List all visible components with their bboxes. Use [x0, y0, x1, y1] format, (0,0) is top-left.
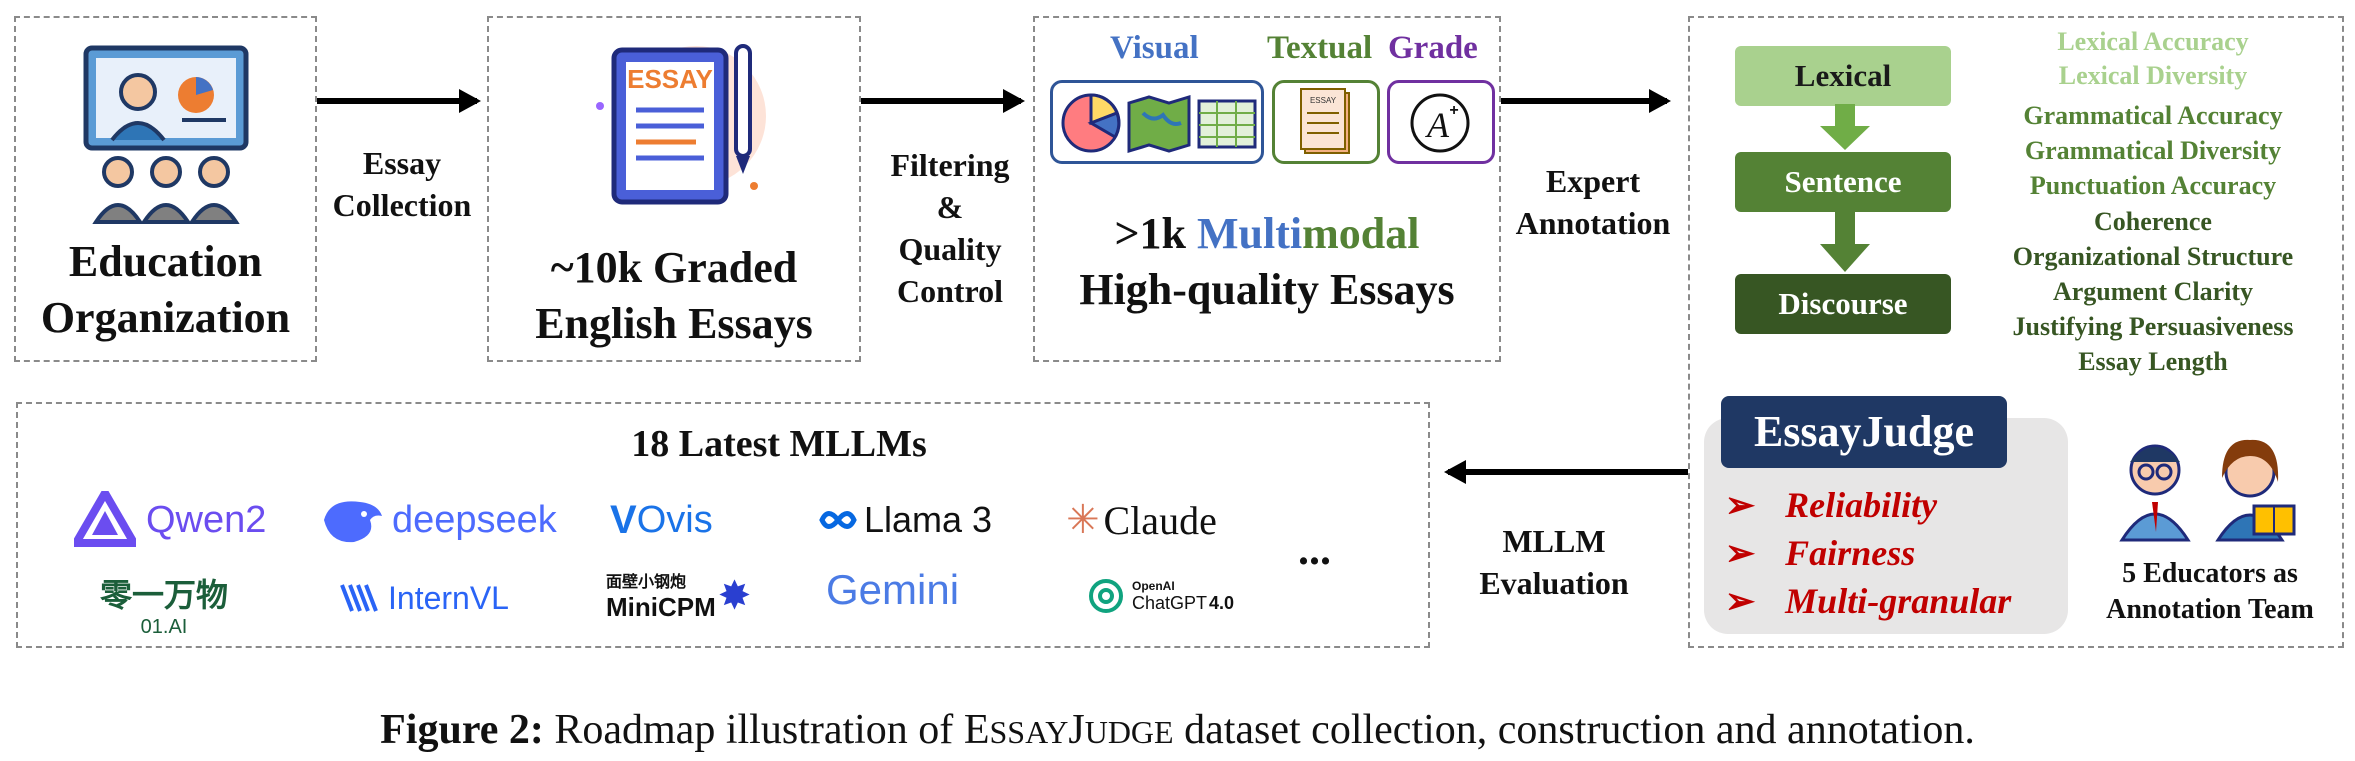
criterion-grammatical-diversity: Grammatical Diversity	[2024, 136, 2282, 165]
education-organization-box	[14, 16, 317, 362]
chart-map-table-icons	[1061, 93, 1257, 154]
criterion-lexical-diversity: Lexical Diversity	[2058, 61, 2248, 90]
property-reliability: ➢Reliability	[1725, 485, 1938, 525]
essay-collection-arrow	[317, 89, 481, 113]
grade-a-plus-icon: A +	[1410, 93, 1470, 153]
yi-logo: 零一万物 01.AI	[100, 577, 229, 638]
textual-essay-box: ESSAY	[1272, 80, 1380, 164]
criterion-punctuation-accuracy: Punctuation Accuracy	[2029, 171, 2277, 200]
graded-essays-title: ~10k Graded English Essays	[535, 243, 813, 348]
education-organization-title: Education Organization	[40, 237, 291, 342]
visual-image-group	[1050, 80, 1264, 164]
more-models-ellipsis: ...	[1298, 525, 1331, 574]
essay-paper-icon: ESSAY	[1300, 88, 1350, 154]
essay-icon-text: ESSAY	[627, 64, 713, 94]
gemini-logo: Gemini	[826, 566, 960, 613]
minicpm-burst-icon: ✸	[717, 573, 752, 618]
classroom-icon	[83, 45, 249, 224]
essayjudge-title: EssayJudge	[1721, 396, 2007, 468]
claude-logo: ✳ Claude	[1066, 497, 1217, 543]
grade-icon-text: A	[1425, 105, 1450, 145]
meta-infinity-icon	[819, 511, 857, 529]
mllm-evaluation-arrow	[1444, 460, 1688, 484]
educators-icon	[2119, 439, 2296, 542]
property-fairness: ➢Fairness	[1725, 533, 1916, 573]
internvl-logo: InternVL	[340, 576, 509, 620]
criterion-lexical-accuracy: Lexical Accuracy	[2057, 27, 2249, 56]
criterion-coherence: Coherence	[2094, 207, 2212, 236]
textual-icon-text: ESSAY	[1310, 96, 1337, 105]
textual-label: Textual	[1267, 30, 1373, 66]
level-arrow-1	[1820, 104, 1870, 150]
multimodal-essays-box	[1033, 16, 1501, 362]
mllms-box	[16, 402, 1430, 648]
level-arrow-2	[1820, 210, 1870, 272]
openai-icon	[1089, 579, 1123, 613]
visual-label: Visual	[1110, 30, 1199, 66]
filtering-arrow	[861, 89, 1025, 113]
graded-essays-box	[487, 16, 861, 362]
grade-box: A +	[1387, 80, 1495, 164]
criterion-justifying-persuasiveness: Justifying Persuasiveness	[2012, 312, 2294, 341]
figure-caption: Figure 2: Roadmap illustration of ESSAYJ…	[380, 707, 1975, 753]
level-discourse: Discourse	[1735, 274, 1951, 334]
mllms-title: 18 Latest MLLMs	[631, 423, 927, 465]
level-sentence: Sentence	[1735, 152, 1951, 212]
property-multi-granular: ➢Multi-granular	[1725, 581, 2012, 621]
essay-document-icon: ESSAY	[596, 44, 766, 205]
llama-logo: Llama 3	[818, 490, 992, 550]
level-lexical: Lexical	[1735, 46, 1951, 106]
internvl-icon	[340, 584, 378, 612]
svg-text:+: +	[1449, 102, 1458, 119]
ovis-logo: V Ovis	[610, 497, 713, 542]
multimodal-essays-title: >1k Multimodal High-quality Essays	[1079, 209, 1455, 314]
expert-annotation-arrow	[1501, 89, 1671, 113]
criterion-grammatical-accuracy: Grammatical Accuracy	[2023, 101, 2283, 130]
criterion-organizational-structure: Organizational Structure	[2012, 242, 2294, 271]
claude-spark-icon: ✳	[1066, 498, 1100, 542]
deepseek-logo: deepseek	[320, 490, 557, 550]
qwen-icon	[74, 491, 136, 547]
annotation-panel	[1688, 16, 2344, 648]
deepseek-whale-icon	[324, 501, 382, 543]
qwen-logo: Qwen2	[74, 490, 266, 550]
grade-label: Grade	[1388, 30, 1478, 66]
minicpm-logo: 面壁小钢炮 MiniCPM ✸	[606, 573, 752, 623]
criterion-argument-clarity: Argument Clarity	[2052, 277, 2253, 306]
criterion-essay-length: Essay Length	[2078, 347, 2228, 376]
